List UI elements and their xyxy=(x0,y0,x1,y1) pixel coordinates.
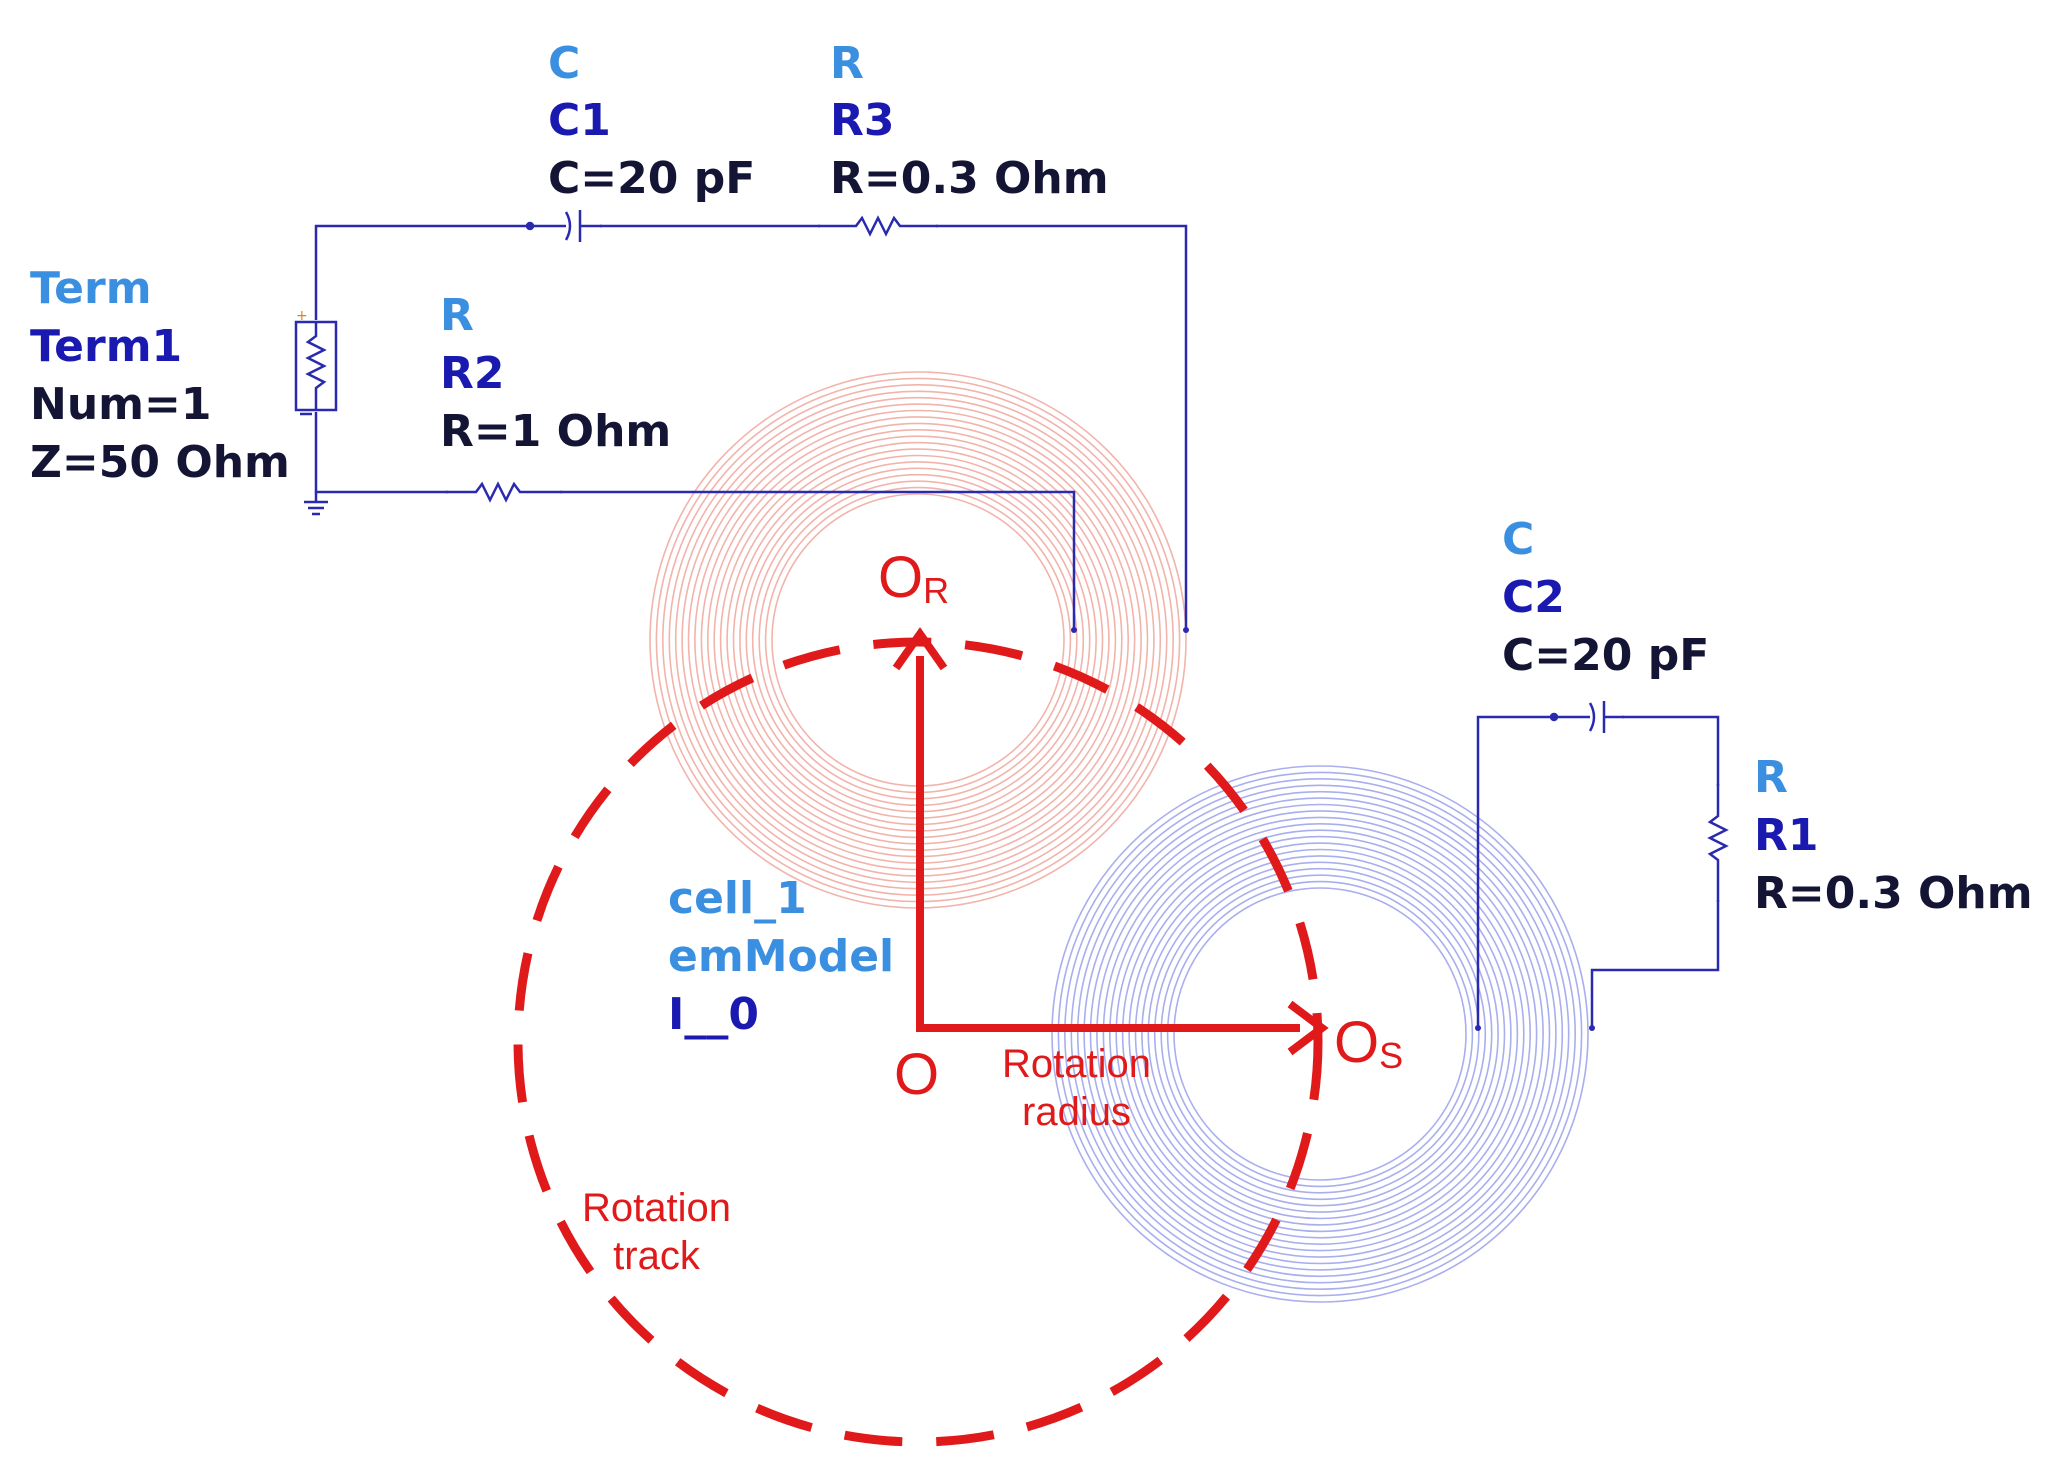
point-os-label: OS xyxy=(1334,1010,1404,1076)
r2-value-label: R=1 Ohm xyxy=(440,406,672,457)
resistor-icon xyxy=(1707,784,1729,902)
ground-icon xyxy=(304,492,328,516)
point-or-label: OR xyxy=(878,545,950,611)
wire-bottom-right xyxy=(560,490,1076,628)
arrow-icon xyxy=(892,627,948,1028)
spiral-coil-icon xyxy=(1070,784,1570,1284)
rotation-track-label: Rotation track xyxy=(582,1186,731,1278)
em-model-label: emModel xyxy=(668,931,895,982)
spiral-coil-icon xyxy=(1153,867,1487,1201)
wire-top-left xyxy=(314,224,530,320)
coil-terminals xyxy=(1071,627,1595,1031)
r1-name-label: R1 xyxy=(1754,810,1819,861)
spiral-coil-icon xyxy=(1147,861,1493,1207)
r2-name-label: R2 xyxy=(440,348,505,399)
spiral-coil-icon xyxy=(1109,822,1532,1245)
wire-bottom-left xyxy=(314,412,448,494)
point-o-label: O xyxy=(894,1042,940,1107)
spiral-coil-icon xyxy=(1064,777,1577,1290)
r1-type-label: R xyxy=(1754,752,1788,803)
spiral-coil-icon xyxy=(1134,848,1506,1220)
wire-right-loop-left xyxy=(1476,715,1554,1028)
spiral-coil-icon xyxy=(1173,887,1467,1181)
c1-value-label: C=20 pF xyxy=(548,153,756,204)
spiral-coil-icon xyxy=(1128,842,1512,1226)
c2-value-label: C=20 pF xyxy=(1502,630,1710,681)
svg-text:+: + xyxy=(296,308,308,324)
wire-right-loop-top xyxy=(1622,715,1720,786)
term1-num-label: Num=1 xyxy=(30,379,212,430)
transmitter-coil xyxy=(1051,765,1589,1303)
r2-type-label: R xyxy=(440,290,474,341)
port-icon: + xyxy=(294,308,338,416)
c2-type-label: C xyxy=(1502,514,1535,565)
term1-type-label: Term xyxy=(30,263,152,314)
wires xyxy=(314,224,1720,1028)
spiral-coil-icon xyxy=(1160,874,1480,1194)
spiral-coil-icon xyxy=(1083,797,1557,1271)
capacitor-icon xyxy=(525,210,602,242)
spiral-coil-icon xyxy=(1051,765,1589,1303)
rotation-radius-label: Rotation radius xyxy=(1002,1042,1151,1134)
spiral-coil-icon xyxy=(1057,771,1583,1297)
resistor-icon xyxy=(818,215,938,237)
c1-name-label: C1 xyxy=(548,95,611,146)
capacitor-icon xyxy=(1549,701,1624,733)
term1-z-label: Z=50 Ohm xyxy=(30,437,290,488)
spiral-coil-icon xyxy=(1121,835,1519,1233)
c1-type-label: C xyxy=(548,38,581,89)
spiral-coil-icon xyxy=(1076,790,1564,1278)
em-cell-label: cell_1 xyxy=(668,873,807,924)
resistor-icon xyxy=(446,481,562,503)
term1-name-label: Term1 xyxy=(30,321,183,372)
spiral-coil-icon xyxy=(1089,803,1551,1265)
wire-top-right xyxy=(936,224,1188,628)
r1-value-label: R=0.3 Ohm xyxy=(1754,868,2033,919)
spiral-coil-icon xyxy=(1166,880,1474,1188)
r3-name-label: R3 xyxy=(830,95,895,146)
em-instance-label: I__0 xyxy=(668,989,759,1040)
r3-type-label: R xyxy=(830,38,864,89)
r3-value-label: R=0.3 Ohm xyxy=(830,153,1109,204)
spiral-coil-icon xyxy=(1141,855,1499,1213)
spiral-coil-icon xyxy=(1096,810,1544,1258)
c2-name-label: C2 xyxy=(1502,572,1565,623)
arrow-icon xyxy=(916,1000,1329,1056)
spiral-coil-icon xyxy=(1102,816,1538,1252)
spiral-coil-icon xyxy=(1115,829,1525,1239)
wire-right-loop-bottom xyxy=(1590,900,1720,1028)
